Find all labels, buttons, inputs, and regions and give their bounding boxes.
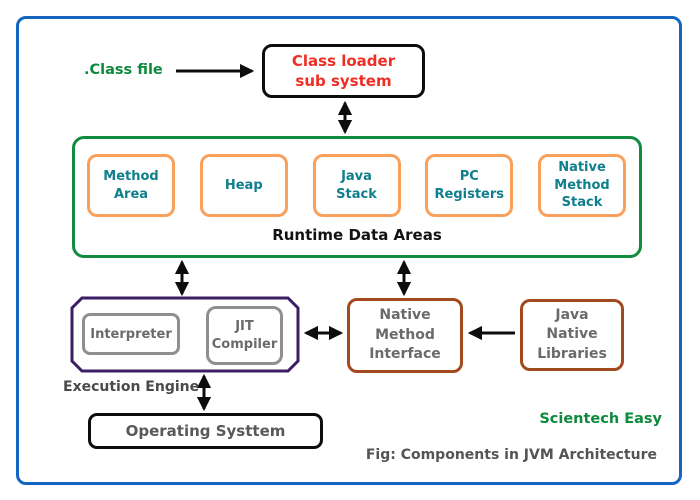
- jit-compiler-box: JIT Compiler: [206, 306, 283, 365]
- class-loader-line1: Class loader: [291, 51, 396, 70]
- runtime-area-label: Native Method Stack: [554, 160, 610, 211]
- runtime-area-label: PC Registers: [434, 168, 505, 202]
- scientech-easy-watermark: Scientech Easy: [539, 411, 662, 427]
- execution-engine-label: Execution Engine: [63, 379, 200, 395]
- interpreter-box: Interpreter: [82, 313, 180, 355]
- class-loader-line2: sub system: [295, 72, 392, 90]
- class-loader-box: Class loader sub system: [262, 44, 425, 98]
- runtime-area-native-method-stack: Native Method Stack: [538, 154, 626, 217]
- runtime-area-label: Java Stack: [336, 168, 377, 202]
- class-file-label: .Class file: [84, 62, 163, 78]
- runtime-areas-row: Method Area Heap Java Stack PC Registers…: [75, 139, 639, 217]
- figure-caption: Fig: Components in JVM Architecture: [365, 447, 657, 463]
- native-method-interface-box: Native Method Interface: [347, 298, 463, 373]
- runtime-data-areas-box: Method Area Heap Java Stack PC Registers…: [72, 136, 642, 258]
- runtime-area-java-stack: Java Stack: [312, 154, 401, 217]
- runtime-area-pc-registers: PC Registers: [425, 154, 514, 217]
- operating-system-box: Operating Systtem: [88, 413, 323, 449]
- runtime-area-heap: Heap: [199, 154, 288, 217]
- runtime-area-label: Heap: [224, 177, 263, 193]
- runtime-area-label: Method Area: [103, 168, 159, 202]
- runtime-data-areas-title: Runtime Data Areas: [272, 226, 442, 244]
- java-native-libraries-box: Java Native Libraries: [520, 299, 624, 371]
- runtime-area-method-area: Method Area: [87, 154, 175, 217]
